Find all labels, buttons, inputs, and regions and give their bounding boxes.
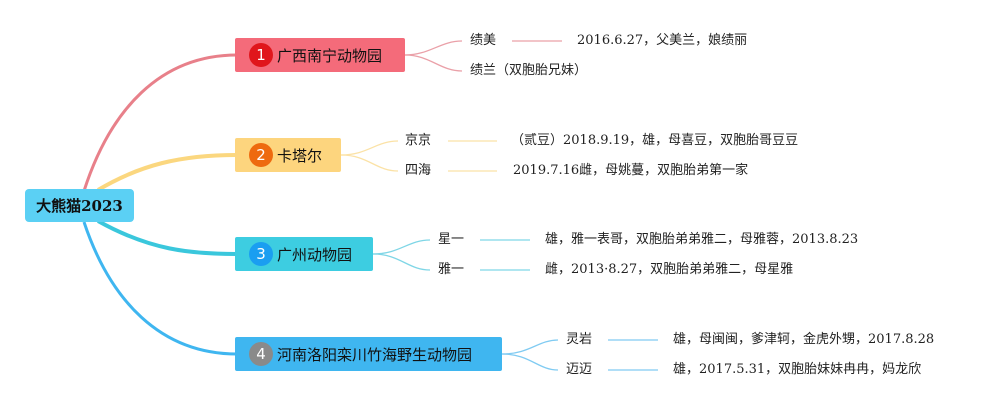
connector-b1-c2 bbox=[404, 54, 463, 72]
child-node-label[interactable]: 迈迈 bbox=[566, 362, 593, 377]
child-node-detail[interactable]: 2016.6.27，父美兰，娘绩丽 bbox=[577, 33, 748, 48]
connector-b4-c1 bbox=[501, 339, 559, 355]
root-label: 大熊猫2023 bbox=[36, 197, 123, 215]
branch-node-4[interactable]: 4 河南洛阳栾川竹海野生动物园 bbox=[235, 337, 502, 371]
child-node-label[interactable]: 灵岩 bbox=[566, 332, 593, 347]
child-node-detail[interactable]: 2019.7.16雌，母姚蔓，双胞胎弟第一家 bbox=[513, 163, 749, 178]
connector-b2-c1 bbox=[340, 140, 399, 156]
connector-b3-c1 bbox=[372, 239, 431, 255]
child-node-detail[interactable]: 雄，2017.5.31，双胞胎妹妹冉冉，妈龙欣 bbox=[673, 362, 922, 377]
connector-b1-c1 bbox=[404, 40, 463, 56]
child-node-label[interactable]: 京京 bbox=[405, 133, 432, 148]
child-node-detail[interactable]: （贰豆）2018.9.19，雄，母喜豆，双胞胎哥豆豆 bbox=[511, 133, 799, 148]
root-node[interactable]: 大熊猫2023 bbox=[25, 189, 134, 222]
branch-label: 广西南宁动物园 bbox=[277, 46, 383, 65]
connector-b3-c2 bbox=[372, 253, 431, 271]
child-node-label[interactable]: 雅一 bbox=[438, 262, 465, 277]
connector-b2-c2 bbox=[340, 154, 399, 172]
branch-node-1[interactable]: 1 广西南宁动物园 bbox=[235, 38, 405, 72]
connector-root-branch-3 bbox=[97, 219, 238, 256]
connector-root-branch-1 bbox=[82, 53, 238, 192]
branch-number-badge: 1 bbox=[249, 43, 273, 67]
branch-label: 卡塔尔 bbox=[277, 146, 323, 165]
connector-root-branch-2 bbox=[96, 153, 238, 192]
child-node-detail[interactable]: 雄，雅一表哥，双胞胎弟弟雅二，母雅蓉，2013.8.23 bbox=[545, 232, 859, 247]
child-node-label[interactable]: 四海 bbox=[405, 163, 432, 178]
child-node-label[interactable]: 星一 bbox=[438, 232, 465, 247]
connector-b4-c2 bbox=[501, 353, 559, 371]
child-node-detail[interactable]: 雌，2013·8.27，双胞胎弟弟雅二，母星雅 bbox=[545, 262, 794, 277]
child-node-label[interactable]: 绩美 bbox=[470, 33, 497, 48]
connector-root-branch-4 bbox=[82, 221, 238, 356]
branch-number-badge: 2 bbox=[249, 143, 273, 167]
branch-node-2[interactable]: 2 卡塔尔 bbox=[235, 138, 341, 172]
child-node-label[interactable]: 绩兰（双胞胎兄妹） bbox=[470, 63, 588, 78]
child-node-detail[interactable]: 雄，母闽闽，爹津轲，金虎外甥，2017.8.28 bbox=[673, 332, 935, 347]
branch-number-badge: 3 bbox=[249, 242, 273, 266]
branch-node-3[interactable]: 3 广州动物园 bbox=[235, 237, 373, 271]
branch-label: 广州动物园 bbox=[277, 245, 353, 264]
branch-number-badge: 4 bbox=[249, 342, 273, 366]
branch-label: 河南洛阳栾川竹海野生动物园 bbox=[277, 345, 473, 364]
